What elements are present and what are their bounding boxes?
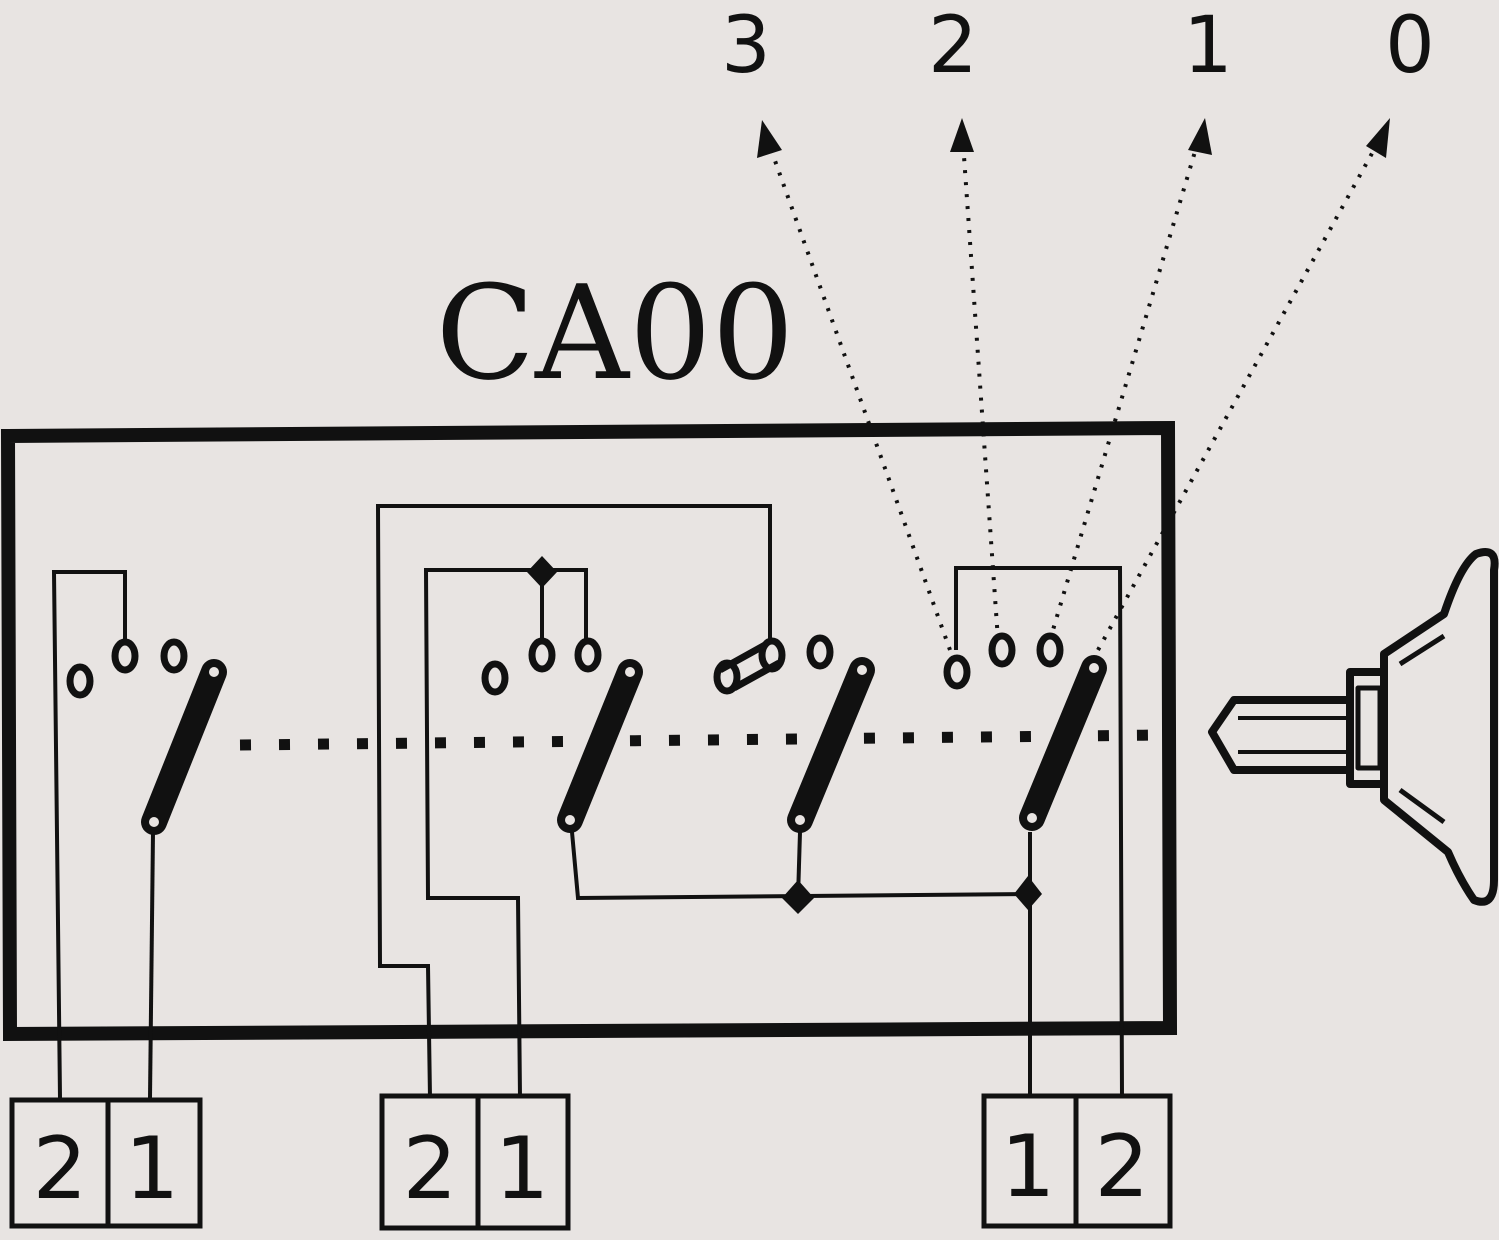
arrowheads	[757, 118, 1390, 158]
knob-icon	[1208, 548, 1499, 906]
position-label-1: 1	[1183, 1, 1233, 91]
arrowhead-3	[757, 120, 782, 158]
knob-grip-inner	[1398, 633, 1446, 825]
contact-terminal	[806, 634, 834, 670]
contact-terminal	[111, 638, 139, 674]
knob-hub	[1355, 685, 1383, 771]
terminal-label: 1	[1001, 1117, 1056, 1217]
contact-terminal	[1036, 632, 1064, 668]
terminal-block-1: 2 1	[9, 1097, 203, 1229]
terminal-label: 1	[495, 1119, 550, 1219]
junction-dot	[527, 556, 557, 588]
contact-terminal	[943, 654, 971, 690]
arrowhead-0	[1366, 118, 1390, 158]
position-arrow-1	[1048, 127, 1204, 641]
wire-common-bus	[570, 831, 1031, 901]
wire-s4-contact	[954, 566, 1124, 1099]
wiring	[51, 504, 1124, 1099]
contact-terminal	[574, 637, 602, 673]
position-label-2: 2	[928, 1, 978, 91]
position-label-3: 3	[721, 1, 771, 91]
position-arrow-3	[762, 129, 952, 651]
switch-housing	[0, 420, 1178, 1042]
wire-s2-inner	[423, 568, 588, 1099]
contact-terminal	[528, 637, 556, 673]
terminal-label: 2	[33, 1119, 88, 1219]
contact-terminal	[66, 663, 94, 699]
contact-terminal	[988, 632, 1016, 668]
wiper-2	[557, 659, 643, 833]
knob-shaft	[1208, 696, 1354, 774]
junction-dot	[782, 880, 814, 914]
knob-grip	[1380, 548, 1499, 906]
wire-s1-common	[148, 831, 155, 1099]
terminal-block-3: 1 2	[981, 1093, 1173, 1229]
position-arrow-0	[1096, 127, 1388, 651]
wiper-3	[787, 657, 875, 833]
position-arrow-2	[960, 127, 1000, 641]
wiper-4	[1019, 655, 1107, 831]
junction-dot	[1014, 876, 1042, 910]
contact-terminal	[160, 638, 188, 674]
wipers	[141, 655, 1107, 835]
contact-bridge	[718, 641, 781, 692]
position-arrows	[762, 127, 1388, 651]
terminal-label: 2	[1095, 1117, 1150, 1217]
diagram-title: CA00	[436, 257, 795, 409]
wire-s2-outer	[375, 504, 772, 1099]
arrowhead-2	[950, 118, 974, 152]
arrowhead-1	[1188, 118, 1212, 155]
terminal-label: 1	[125, 1119, 180, 1219]
wire-s1-contact	[51, 570, 127, 1099]
terminal-block-2: 2 1	[379, 1093, 571, 1231]
position-label-0: 0	[1385, 1, 1435, 91]
terminal-label: 2	[403, 1119, 458, 1219]
wiper-1	[141, 659, 227, 835]
contact-terminal	[481, 660, 509, 696]
junctions	[527, 556, 1042, 914]
